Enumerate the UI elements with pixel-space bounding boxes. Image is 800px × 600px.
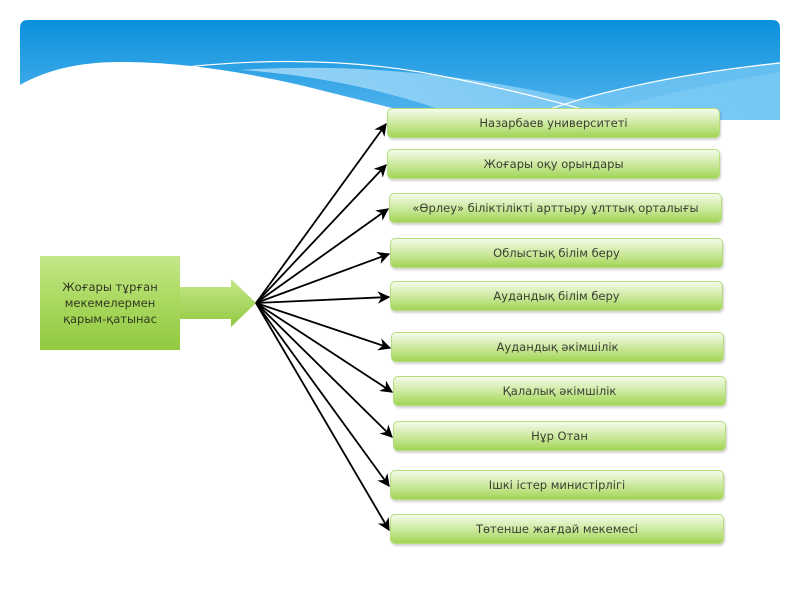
target-box-city-administration: Қалалық әкімшілік bbox=[393, 376, 726, 406]
connector-arrow bbox=[255, 252, 391, 304]
connector-arrow bbox=[255, 302, 390, 488]
target-box-label: Облыстық білім беру bbox=[493, 246, 620, 260]
target-box-nazarbayev-university: Назарбаев университеті bbox=[387, 108, 720, 138]
connector-arrow bbox=[255, 302, 394, 393]
target-box-label: Аудандық әкімшілік bbox=[496, 340, 619, 354]
connector-arrow bbox=[255, 164, 387, 304]
connector-lines bbox=[255, 122, 394, 532]
connector-arrow bbox=[255, 122, 387, 304]
connector-arrow bbox=[255, 291, 391, 304]
target-box-label: Төтенше жағдай мекемесі bbox=[476, 522, 638, 536]
target-box-label: Ішкі істер министірлігі bbox=[488, 478, 626, 492]
target-box-label: Аудандық білім беру bbox=[493, 289, 620, 303]
target-box-orleu-center: «Өрлеу» біліктілікті арттыру ұлттық орта… bbox=[389, 193, 722, 223]
source-box-label: Жоғары тұрған мекемелермен қарым-қатынас bbox=[62, 280, 158, 326]
target-box-label: Қалалық әкімшілік bbox=[502, 384, 617, 398]
banner-white-sweep bbox=[20, 62, 440, 120]
banner-line-1 bbox=[159, 60, 621, 120]
target-box-label: Жоғары оқу орындары bbox=[483, 157, 624, 171]
target-box-emergency-agency: Төтенше жағдай мекемесі bbox=[390, 514, 724, 544]
target-box-interior-ministry: Ішкі істер министірлігі bbox=[390, 470, 724, 500]
source-box: Жоғары тұрған мекемелермен қарым-қатынас bbox=[40, 256, 180, 350]
big-arrow-icon bbox=[180, 279, 256, 327]
connector-arrow bbox=[255, 302, 393, 438]
target-box-label: Назарбаев университеті bbox=[479, 116, 628, 130]
target-box-higher-education: Жоғары оқу орындары bbox=[387, 149, 720, 179]
connector-arrow bbox=[255, 208, 390, 304]
target-box-label: Нұр Отан bbox=[531, 429, 588, 443]
connector-arrow bbox=[255, 302, 390, 532]
target-box-district-education: Аудандық білім беру bbox=[390, 281, 723, 311]
target-box-district-administration: Аудандық әкімшілік bbox=[391, 332, 724, 362]
target-box-nur-otan: Нұр Отан bbox=[393, 421, 726, 451]
target-box-regional-education: Облыстық білім беру bbox=[390, 238, 723, 268]
target-box-label: «Өрлеу» біліктілікті арттыру ұлттық орта… bbox=[412, 201, 699, 215]
connector-arrow bbox=[255, 302, 392, 351]
